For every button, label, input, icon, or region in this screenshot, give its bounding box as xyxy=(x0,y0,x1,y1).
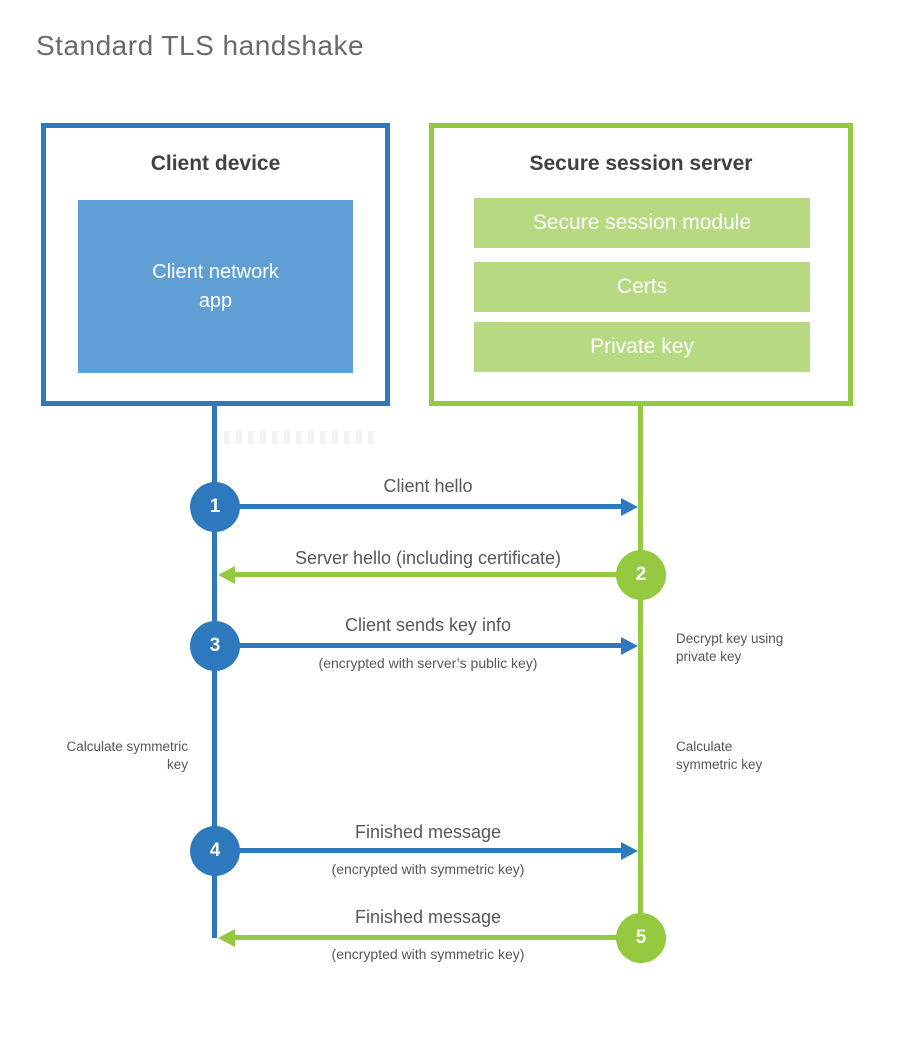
server-lifeline xyxy=(638,404,643,938)
step4-label: Finished message xyxy=(354,822,502,842)
step5-circle: 5 xyxy=(616,913,666,963)
step5-arrow-line xyxy=(235,935,639,940)
note-decrypt-key: Decrypt key using private key xyxy=(676,631,784,664)
step4-arrow-line xyxy=(217,848,621,853)
step3-arrow-line xyxy=(217,643,621,648)
secure-session-server-box: Secure session server Secure session mod… xyxy=(429,123,853,406)
step1-circle: 1 xyxy=(190,482,240,532)
server-module-private-key: Private key xyxy=(474,322,810,372)
step4-circle: 4 xyxy=(190,826,240,876)
client-network-app-box: Client network app xyxy=(78,200,353,373)
note-calculate-symmetric-key-client: Calculate symmetric key xyxy=(66,739,188,772)
step3-sublabel: (encrypted with server’s public key) xyxy=(318,655,538,671)
step5-arrowhead-left-icon xyxy=(218,929,235,947)
step2-arrow-line xyxy=(235,572,639,577)
step4-arrowhead-right-icon xyxy=(621,842,638,860)
step1-label: Client hello xyxy=(383,476,473,496)
step3-label: Client sends key info xyxy=(344,615,512,635)
step1-arrow-line xyxy=(217,504,621,509)
step2-label: Server hello (including certificate) xyxy=(294,548,562,568)
client-lifeline xyxy=(212,404,217,938)
server-module-certs: Certs xyxy=(474,262,810,312)
step2-arrowhead-left-icon xyxy=(218,566,235,584)
step5-sublabel: (encrypted with symmetric key) xyxy=(331,946,525,962)
page-title: Standard TLS handshake xyxy=(36,30,365,61)
faint-dash-artifact xyxy=(224,431,380,444)
client-device-heading: Client device xyxy=(150,152,281,175)
step4-sublabel: (encrypted with symmetric key) xyxy=(331,861,525,877)
note-calculate-symmetric-key-server: Calculate symmetric key xyxy=(676,739,763,772)
step3-circle: 3 xyxy=(190,621,240,671)
client-network-app-label: Client network app xyxy=(152,260,279,312)
step5-label: Finished message xyxy=(354,907,502,927)
step1-arrowhead-right-icon xyxy=(621,498,638,516)
step2-circle: 2 xyxy=(616,550,666,600)
step3-arrowhead-right-icon xyxy=(621,637,638,655)
client-device-box: Client device Client network app xyxy=(41,123,390,406)
server-module-secure-session: Secure session module xyxy=(474,198,810,248)
server-heading: Secure session server xyxy=(529,152,753,175)
